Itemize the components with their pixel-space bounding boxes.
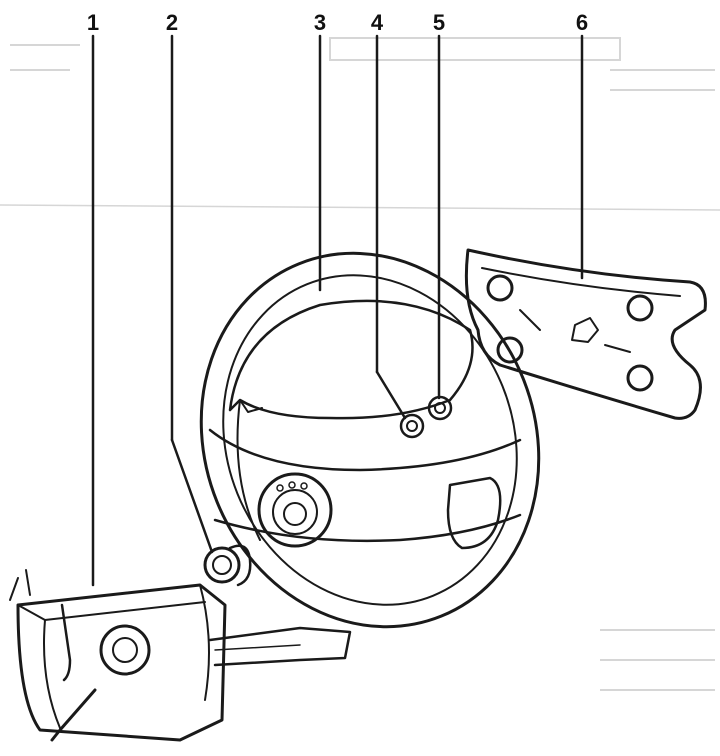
callout-labels: 1 2 3 4 5 6 — [87, 10, 588, 35]
steering-hub — [257, 472, 333, 548]
steering-wheel-rim-outer — [199, 251, 541, 629]
plate-bolt-top-right — [626, 294, 654, 322]
bleed-through-background — [0, 37, 720, 691]
airbag-inflator — [99, 624, 151, 676]
airbag-unit — [9, 569, 352, 742]
steering-hub-ring — [272, 489, 318, 535]
steering-wheel — [199, 251, 541, 629]
leader-line-2-bend — [170, 438, 214, 554]
airbag-mounting-plate — [464, 248, 707, 420]
steering-bolt — [203, 544, 252, 587]
callout-label-1: 1 — [87, 10, 99, 35]
callout-label-6: 6 — [576, 10, 588, 35]
callout-label-4: 4 — [371, 10, 384, 35]
steering-wheel-spoke-top — [208, 428, 522, 472]
callout-label-5: 5 — [433, 10, 445, 35]
callout-label-3: 3 — [314, 10, 326, 35]
steering-wheel-rim-inner — [222, 274, 518, 606]
steering-wheel-clip — [239, 399, 263, 413]
airbag-connector-harness — [208, 626, 352, 667]
hub-contact-1 — [276, 484, 284, 492]
steering-wheel-spoke-left — [236, 399, 261, 541]
leader-lines — [91, 34, 584, 587]
steering-wheel-upper-opening — [228, 299, 474, 420]
hub-contact-2 — [288, 481, 296, 489]
leader-line-4-bend — [375, 370, 407, 420]
nut-4 — [399, 413, 425, 439]
airbag-mounting-bolt — [50, 688, 97, 742]
plate-connector — [571, 317, 599, 343]
steering-wheel-side-pocket — [446, 476, 502, 550]
plate-bolt-bottom-right — [626, 364, 654, 392]
plate-bolt-top-left — [486, 274, 514, 302]
hub-contact-3 — [300, 482, 308, 490]
nut-5 — [427, 395, 453, 421]
steering-hub-bore — [283, 502, 307, 526]
plate-bolt-bottom-left — [496, 336, 524, 364]
callout-label-2: 2 — [166, 10, 178, 35]
